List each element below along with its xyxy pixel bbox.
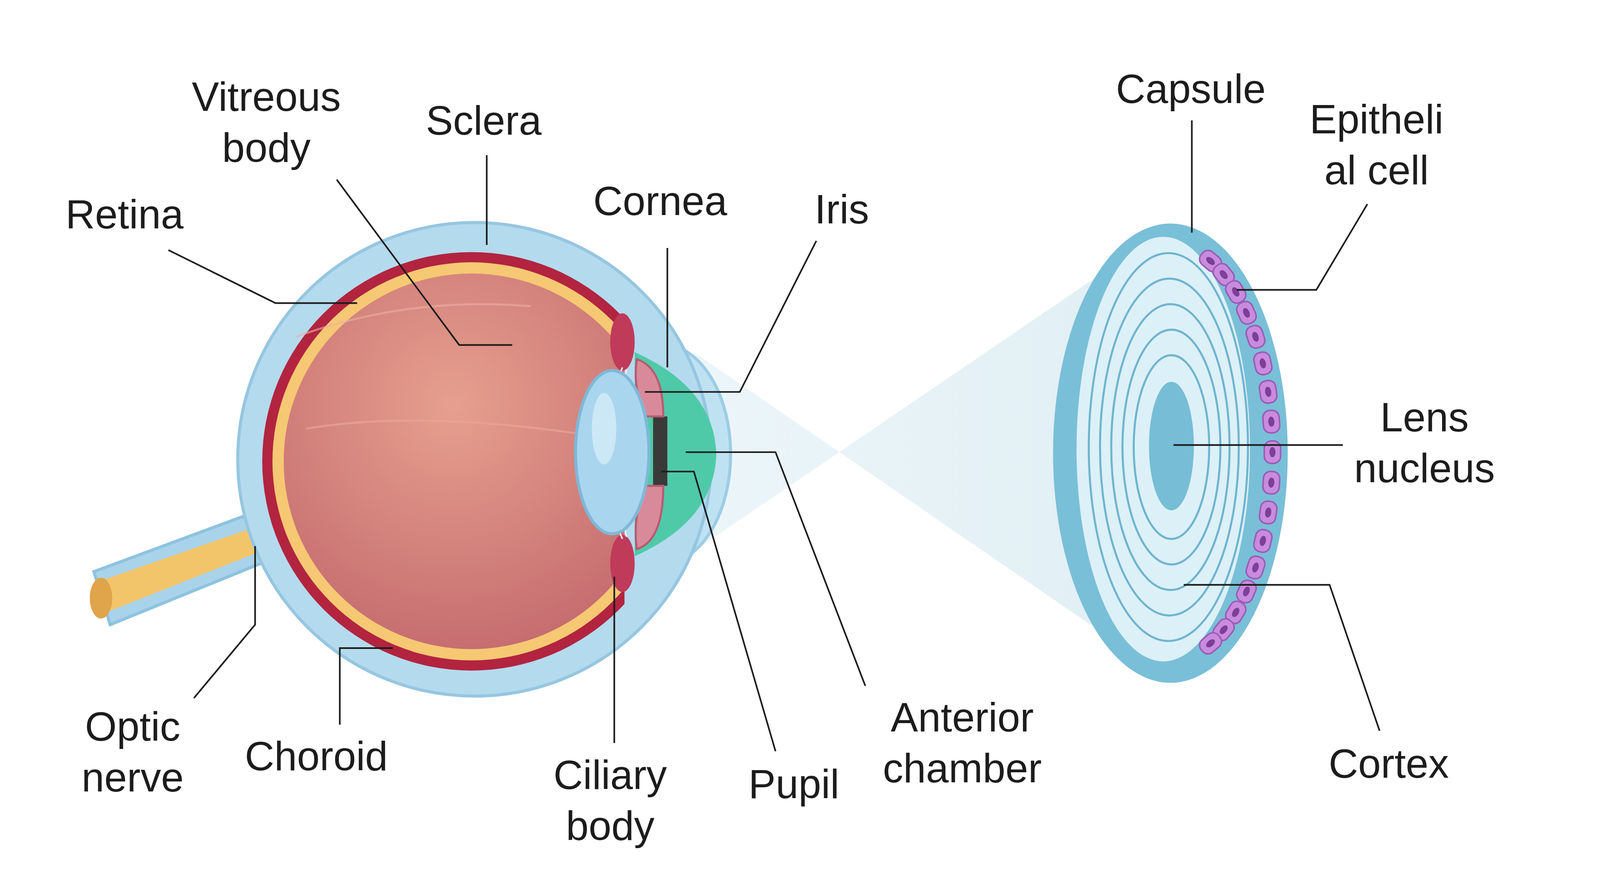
lens-shine xyxy=(591,392,617,465)
cell-nucleus xyxy=(1217,623,1230,636)
part-label: Pupil xyxy=(748,758,840,810)
cell-nucleus xyxy=(1258,535,1268,547)
optic-end xyxy=(90,577,113,619)
part-label: Retina xyxy=(65,188,184,240)
cell-nucleus xyxy=(1250,561,1260,574)
cell-nucleus xyxy=(1217,268,1230,281)
cell-nucleus xyxy=(1264,506,1273,518)
cell-nucleus xyxy=(1204,255,1217,267)
part-label: Capsule xyxy=(1115,63,1266,115)
cell-nucleus xyxy=(1230,606,1241,619)
cell-nucleus xyxy=(1269,447,1276,458)
cortex-layers xyxy=(1088,252,1248,641)
epithelial-cell xyxy=(1252,527,1274,554)
cell-nucleus xyxy=(1230,285,1241,298)
part-label: Vitreous body xyxy=(179,71,353,173)
part-label: Choroid xyxy=(245,730,388,782)
choroid-drawing xyxy=(262,252,625,671)
epithelial-cell xyxy=(1234,299,1259,327)
epithelial-cell xyxy=(1258,500,1278,525)
part-label: Lens nucleus xyxy=(1342,391,1507,494)
sclera-drawing xyxy=(237,222,712,696)
epithelial-cell xyxy=(1262,470,1281,495)
part-label: Cornea xyxy=(593,175,728,227)
epithelial-cell xyxy=(1244,554,1267,581)
epithelial-cell xyxy=(1244,323,1267,350)
epithelial-cell xyxy=(1258,379,1278,405)
cell-nucleus xyxy=(1264,386,1273,398)
cell-nucleus xyxy=(1267,416,1275,427)
capsule-drawing xyxy=(1052,223,1288,683)
epithelial-cell xyxy=(1262,409,1281,434)
cell-nucleus xyxy=(1250,330,1260,343)
leader-lines xyxy=(168,120,1380,751)
part-label: Optic nerve xyxy=(66,700,199,803)
epithelial-cell xyxy=(1252,350,1274,376)
epithelial-cells xyxy=(1196,247,1281,657)
lens-drawing xyxy=(575,370,649,534)
part-label: Cortex xyxy=(1328,737,1450,789)
cortex-drawing xyxy=(1076,236,1250,662)
part-label: Sclera xyxy=(425,95,542,146)
cell-nucleus xyxy=(1241,306,1252,319)
vitreous-fold xyxy=(306,420,613,439)
cell-nucleus xyxy=(1204,637,1217,649)
vitreous-fold xyxy=(295,304,531,337)
part-label: Epitheli al cell xyxy=(1295,93,1459,196)
part-label: Ciliary body xyxy=(538,749,682,851)
part-label: Iris xyxy=(814,183,870,235)
part-label: Anterior chamber xyxy=(870,691,1055,794)
ciliary-drawing xyxy=(610,313,635,371)
vitreous-drawing xyxy=(283,273,625,649)
cell-nucleus xyxy=(1258,357,1268,369)
retina-drawing xyxy=(272,262,625,660)
nucleus-drawing xyxy=(1149,381,1195,511)
cell-nucleus xyxy=(1267,477,1275,488)
pupil-drawing xyxy=(652,416,668,486)
epithelial-cell xyxy=(1196,629,1225,657)
cell-nucleus xyxy=(1241,585,1252,598)
